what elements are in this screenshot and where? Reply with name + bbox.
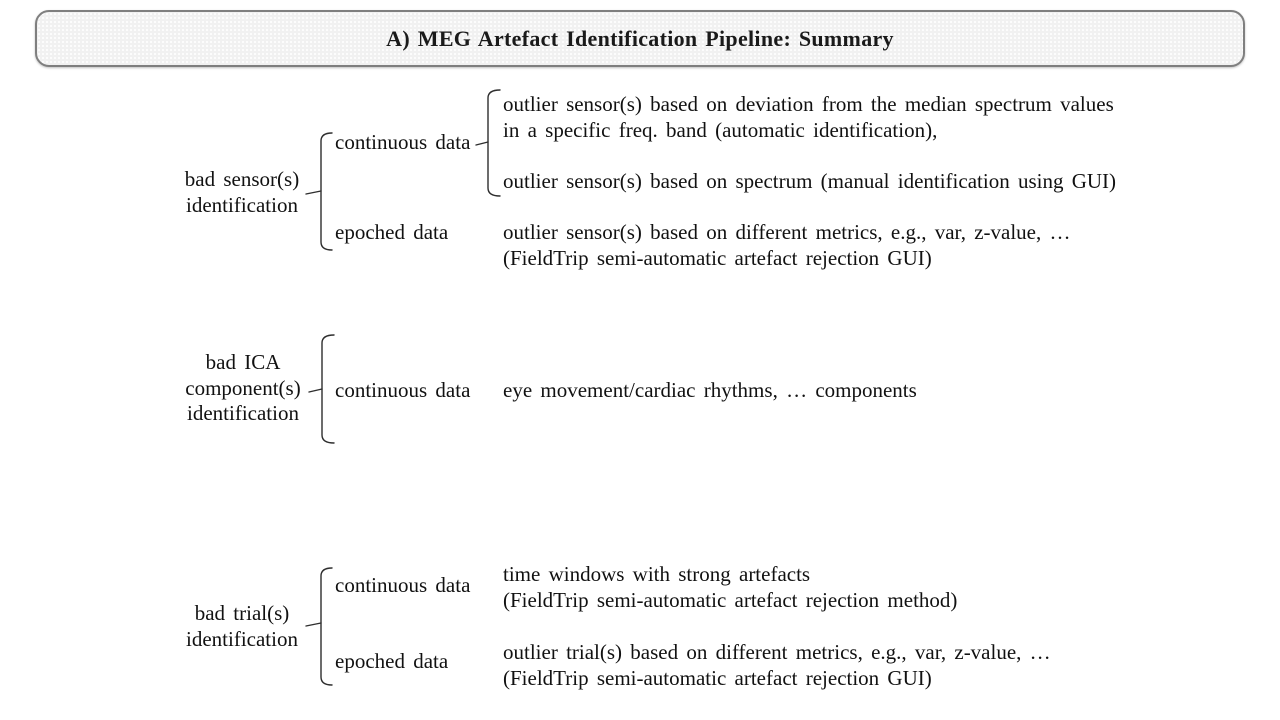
bracket-tick-continuous-sensors — [475, 141, 489, 146]
title-box: A) MEG Artefact Identification Pipeline:… — [35, 10, 1245, 67]
leaf-outlier-trial-metrics: outlier trial(s) based on different metr… — [503, 639, 1051, 691]
leaf-line: (FieldTrip semi-automatic artefact rejec… — [503, 246, 932, 270]
leaf-outlier-median-spectrum: outlier sensor(s) based on deviation fro… — [503, 91, 1114, 143]
leaf-outlier-spectrum-manual: outlier sensor(s) based on spectrum (man… — [503, 168, 1116, 194]
section-label-line: identification — [186, 193, 298, 217]
bracket-bad-sensors — [320, 132, 333, 251]
branch-label-continuous-data-trials: continuous data — [335, 573, 471, 597]
section-label-line: bad ICA — [205, 350, 281, 374]
section-label-line: identification — [187, 401, 299, 425]
leaf-outlier-sensor-metrics: outlier sensor(s) based on different met… — [503, 219, 1071, 271]
diagram-title: A) MEG Artefact Identification Pipeline:… — [386, 25, 894, 51]
branch-label-continuous-data-ica: continuous data — [335, 378, 471, 402]
section-label-line: component(s) — [185, 375, 301, 400]
bracket-tick-bad-ica — [308, 388, 323, 393]
leaf-line: time windows with strong artefacts — [503, 562, 811, 586]
leaf-eye-cardiac-components: eye movement/cardiac rhythms, … componen… — [503, 377, 917, 403]
leaf-line: outlier sensor(s) based on different met… — [503, 220, 1071, 244]
leaf-line: in a specific freq. band (automatic iden… — [503, 118, 938, 142]
bracket-bad-ica — [321, 334, 335, 444]
branch-label-epoched-data-sensors: epoched data — [335, 220, 449, 244]
leaf-line: outlier trial(s) based on different metr… — [503, 640, 1051, 664]
leaf-line: outlier sensor(s) based on spectrum (man… — [503, 169, 1117, 193]
leaf-time-windows-artefacts: time windows with strong artefacts (Fiel… — [503, 561, 957, 613]
section-label-line: bad trial(s) — [194, 601, 290, 625]
bracket-tick-bad-trials — [305, 622, 322, 627]
leaf-line: (FieldTrip semi-automatic artefact rejec… — [503, 666, 932, 690]
bracket-tick-bad-sensors — [305, 190, 322, 195]
section-label-bad-sensors: bad sensor(s) identification — [182, 166, 302, 218]
leaf-line: (FieldTrip semi-automatic artefact rejec… — [503, 588, 958, 612]
bracket-bad-trials — [320, 567, 333, 686]
section-label-bad-ica: bad ICA component(s) identification — [180, 350, 306, 427]
leaf-line: eye movement/cardiac rhythms, … componen… — [503, 378, 917, 402]
bracket-continuous-sensors — [487, 89, 501, 197]
section-label-line: bad sensor(s) — [184, 167, 300, 191]
branch-label-continuous-data-sensors: continuous data — [335, 130, 471, 154]
section-label-line: identification — [186, 627, 298, 651]
leaf-line: outlier sensor(s) based on deviation fro… — [503, 92, 1114, 116]
branch-label-epoched-data-trials: epoched data — [335, 649, 449, 673]
section-label-bad-trials: bad trial(s) identification — [182, 600, 302, 652]
